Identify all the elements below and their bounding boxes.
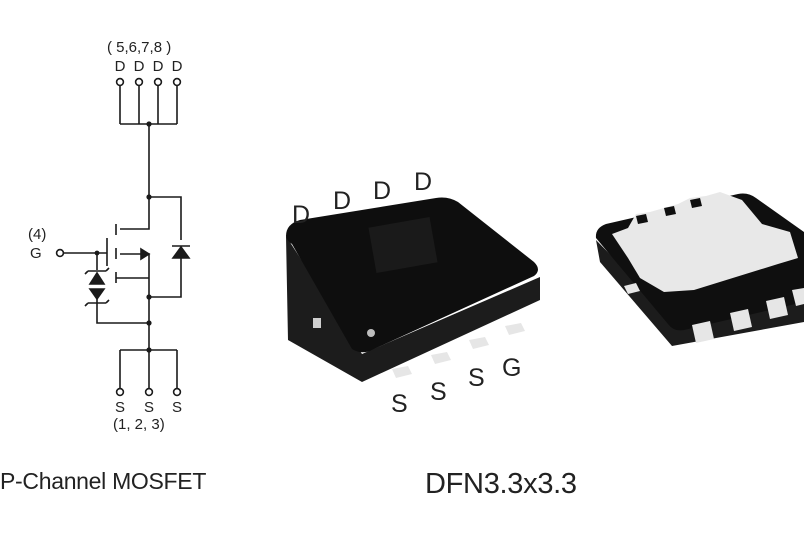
gate-pin-number: (4) [28, 226, 46, 243]
pad-notch [636, 214, 648, 224]
gate-pin-letter: G [30, 245, 42, 262]
package-drain-letter: D [373, 177, 391, 205]
drain-pin-letter: D [115, 58, 126, 75]
package-pin-letter-s3: S [468, 364, 485, 392]
bottom-pin [792, 288, 804, 306]
package-bottom-side [596, 240, 804, 346]
gate-zener-upper [88, 271, 106, 285]
package-top-view [286, 197, 540, 382]
bottom-pin [730, 309, 752, 331]
pin-s2 [431, 352, 451, 364]
pin-g [505, 323, 525, 335]
package-drain-letter: D [292, 201, 310, 229]
package-pin-letter-s2: S [430, 378, 447, 406]
body-arrow [140, 247, 151, 261]
schematic-caption: P-Channel MOSFET [0, 468, 207, 494]
drain-pin-letter: D [153, 58, 164, 75]
gate-zener-lower [88, 288, 106, 301]
source-pin-2 [144, 387, 154, 397]
gate-zener-wire [96, 253, 149, 324]
source-bus [119, 349, 178, 388]
package-bottom-view [595, 192, 804, 346]
package-top-face [286, 197, 538, 353]
drain-pin-5 [115, 77, 125, 87]
drain-wire [120, 196, 182, 240]
source-wire [116, 253, 150, 296]
package-drain-letter: D [414, 168, 432, 196]
pin-s1 [392, 366, 412, 378]
bottom-pin [692, 321, 714, 343]
source-pin-3 [172, 387, 182, 397]
gate-zener-lower-bar [84, 299, 110, 307]
drain-junction-top [146, 121, 152, 127]
bottom-pin [766, 297, 788, 319]
drain-pin-letter: D [172, 58, 183, 75]
source-pin-letter: S [172, 399, 182, 416]
mosfet-schematic [55, 77, 191, 397]
drain-pins-label: ( 5,6,7,8 ) [107, 39, 171, 56]
package-pin-letter-g: G [502, 354, 521, 382]
source-pin-letter: S [144, 399, 154, 416]
pin-s3 [469, 337, 489, 349]
source-junction-low [146, 320, 152, 326]
package-sheen [368, 216, 438, 274]
body-diode-wire [149, 258, 182, 298]
body-diode-triangle [171, 245, 191, 259]
pad-notch [690, 198, 702, 208]
drain-pin-7 [153, 77, 163, 87]
source-pins-label: (1, 2, 3) [113, 416, 165, 433]
source-pin-letter: S [115, 399, 125, 416]
gate-junction [94, 250, 100, 256]
gate-wire [64, 238, 108, 266]
bottom-pin [624, 283, 640, 294]
drain-pin-8 [172, 77, 182, 87]
gate-pin [55, 248, 65, 258]
pin1-marker [367, 329, 375, 337]
drain-bus [119, 85, 178, 125]
source-pin-1 [115, 387, 125, 397]
drain-pin-6 [134, 77, 144, 87]
side-pad [313, 318, 321, 328]
drain-pin-letter: D [134, 58, 145, 75]
package-drain-letter: D [333, 187, 351, 215]
gate-zener-upper-bar [84, 267, 110, 275]
exposed-pad [612, 192, 798, 292]
package-pin-letter-s1: S [391, 390, 408, 418]
package-side [286, 236, 540, 382]
pad-notch [664, 206, 676, 216]
package-caption: DFN3.3x3.3 [425, 468, 577, 500]
